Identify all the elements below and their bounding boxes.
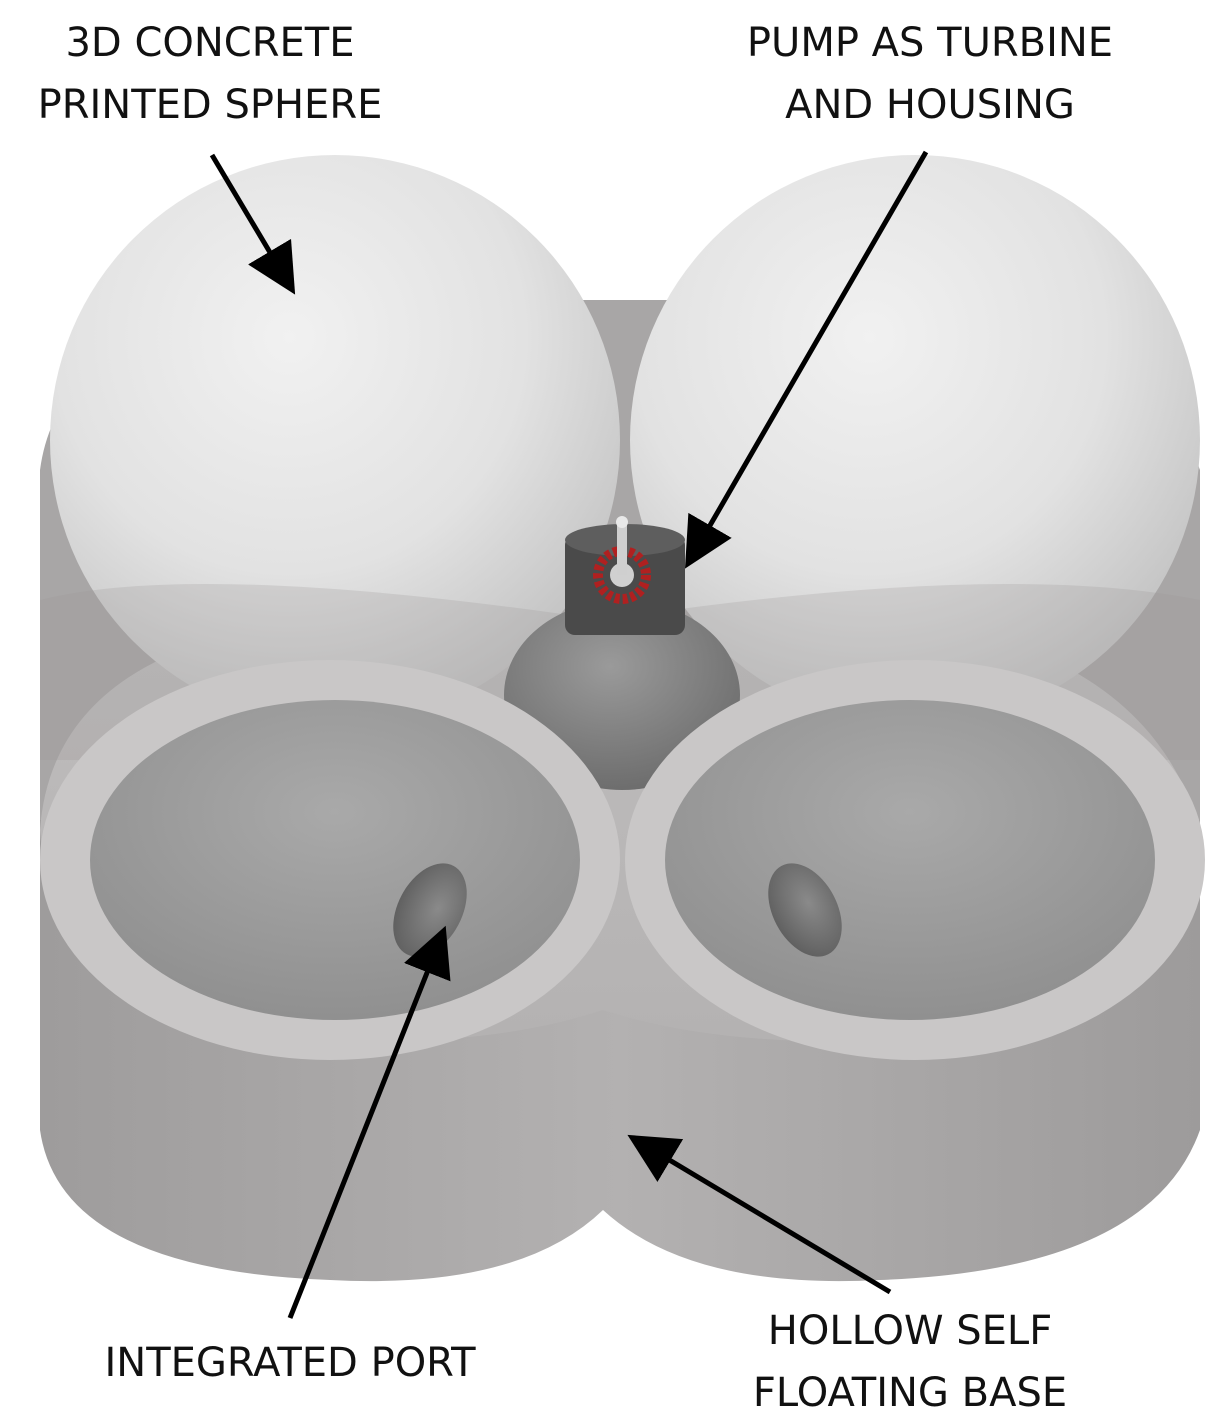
label-port-line1: INTEGRATED PORT — [80, 1332, 500, 1394]
label-3d-concrete-printed-sphere: 3D CONCRETE PRINTED SPHERE — [20, 12, 400, 136]
label-pump-line1: PUMP AS TURBINE — [720, 12, 1140, 74]
turbine-shaft — [617, 520, 627, 575]
label-hollow-self-floating-base: HOLLOW SELF FLOATING BASE — [720, 1300, 1100, 1424]
label-pump-line2: AND HOUSING — [720, 74, 1140, 136]
label-base-line1: HOLLOW SELF — [720, 1300, 1100, 1362]
label-sphere-line2: PRINTED SPHERE — [20, 74, 400, 136]
label-integrated-port: INTEGRATED PORT — [80, 1332, 500, 1394]
label-sphere-line1: 3D CONCRETE — [20, 12, 400, 74]
cavity-right — [665, 700, 1155, 1020]
shaft-tip — [616, 516, 628, 528]
label-base-line2: FLOATING BASE — [720, 1362, 1100, 1424]
cavity-left — [90, 700, 580, 1020]
label-pump-as-turbine: PUMP AS TURBINE AND HOUSING — [720, 12, 1140, 136]
